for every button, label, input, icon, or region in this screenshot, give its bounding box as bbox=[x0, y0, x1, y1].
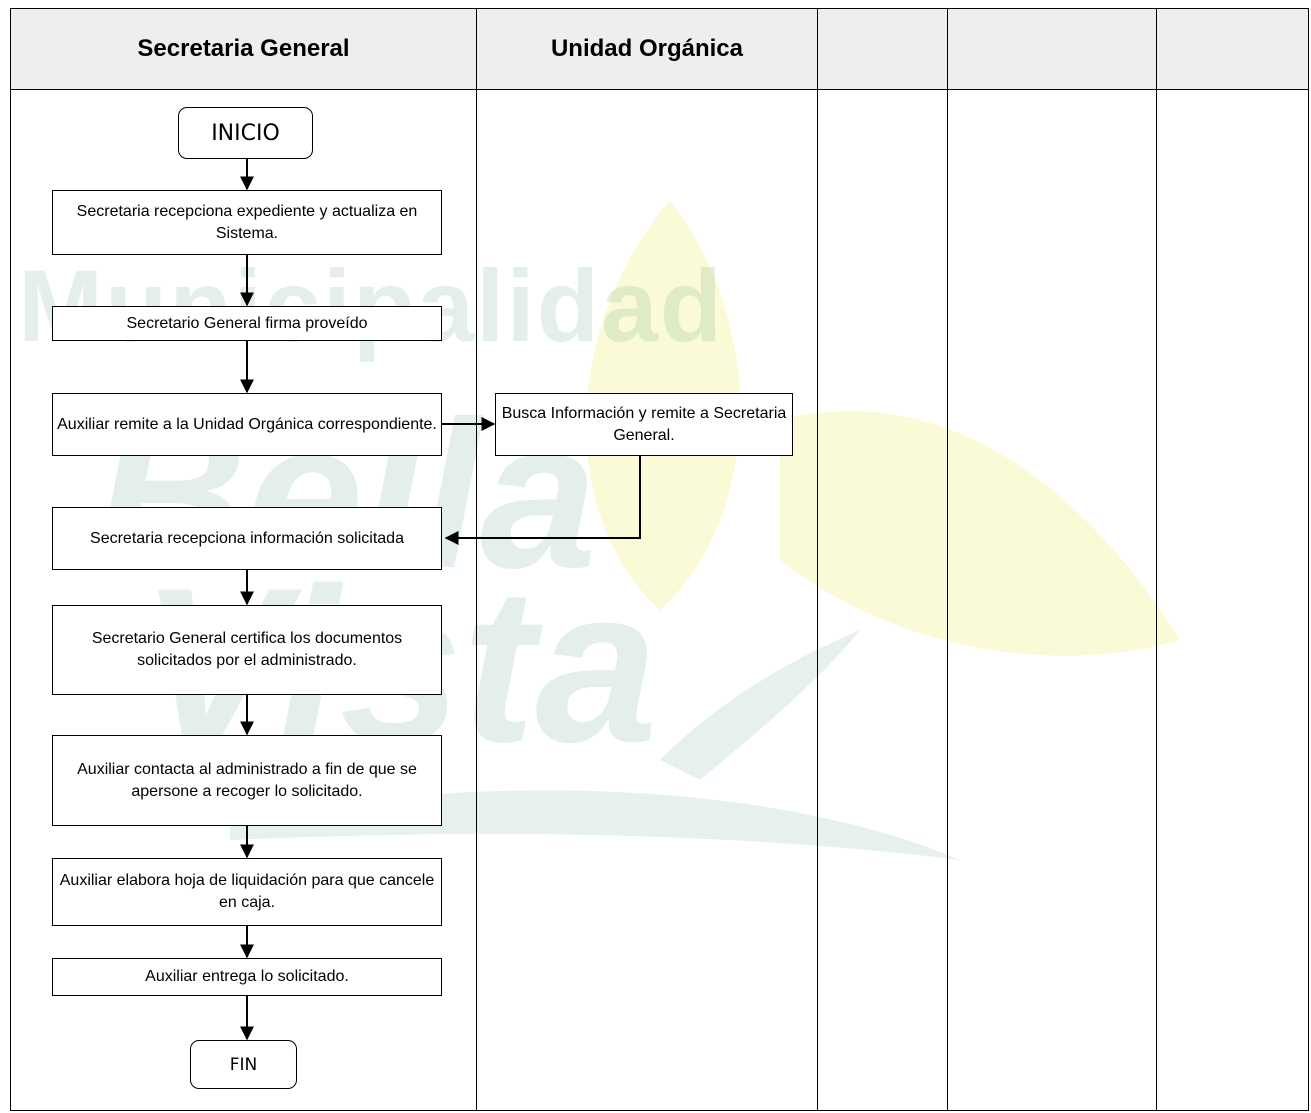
step-contacta-administrado: Auxiliar contacta al administrado a fin … bbox=[52, 735, 442, 826]
end-terminator: FIN bbox=[190, 1040, 297, 1089]
arrow-uo-to-step5 bbox=[444, 456, 641, 545]
lane-divider bbox=[947, 9, 948, 1110]
step-firma-proveido: Secretario General firma proveído bbox=[52, 306, 442, 341]
step-busca-informacion: Busca Información y remite a Secretaria … bbox=[495, 393, 793, 456]
start-terminator: INICIO bbox=[178, 107, 313, 159]
step-recepciona-informacion: Secretaria recepciona información solici… bbox=[52, 507, 442, 570]
lane-title-secretaria-general: Secretaria General bbox=[137, 35, 350, 62]
lane-divider bbox=[817, 9, 818, 1110]
lane-title-unidad-organica: Unidad Orgánica bbox=[550, 35, 744, 62]
step-hoja-liquidacion: Auxiliar elabora hoja de liquidación par… bbox=[52, 858, 442, 926]
swimlane-table: Secretaria General Unidad Orgánica bbox=[10, 8, 1309, 1111]
step-remite-unidad-organica: Auxiliar remite a la Unidad Orgánica cor… bbox=[52, 393, 442, 456]
lane-divider bbox=[1156, 9, 1157, 1110]
lane-divider bbox=[476, 9, 477, 1110]
step-recepciona-expediente: Secretaria recepciona expediente y actua… bbox=[52, 190, 442, 255]
step-entrega-solicitado: Auxiliar entrega lo solicitado. bbox=[52, 958, 442, 996]
swimlane-header-row bbox=[11, 9, 1308, 90]
step-certifica-documentos: Secretario General certifica los documen… bbox=[52, 605, 442, 695]
